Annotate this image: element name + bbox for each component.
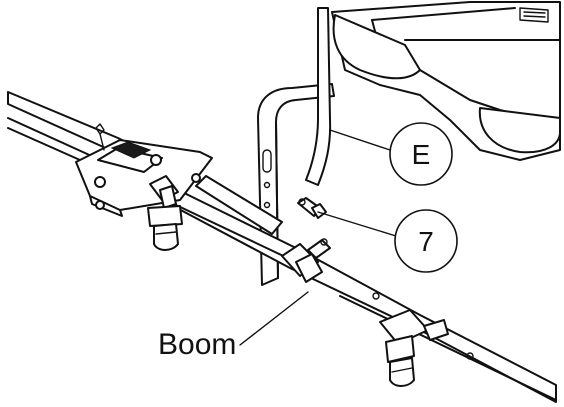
leader-line-boom (239, 291, 309, 346)
tank-assembly (331, 1, 561, 161)
callout-label-7: 7 (418, 226, 434, 257)
callout-circle-7 (394, 209, 458, 273)
nozzle-body-left (147, 205, 183, 251)
callout-circle-e (389, 122, 453, 186)
valve-mount-left (75, 123, 213, 217)
callout-label-e: E (412, 139, 431, 170)
leader-line-7 (317, 211, 397, 237)
boom-label: Boom (158, 328, 236, 361)
main-boom-tube (157, 175, 557, 403)
nozzle-fitting-7 (297, 197, 327, 219)
nozzle-body-right (372, 292, 474, 387)
clamp-middle (281, 238, 331, 283)
leader-line-e (329, 129, 391, 151)
